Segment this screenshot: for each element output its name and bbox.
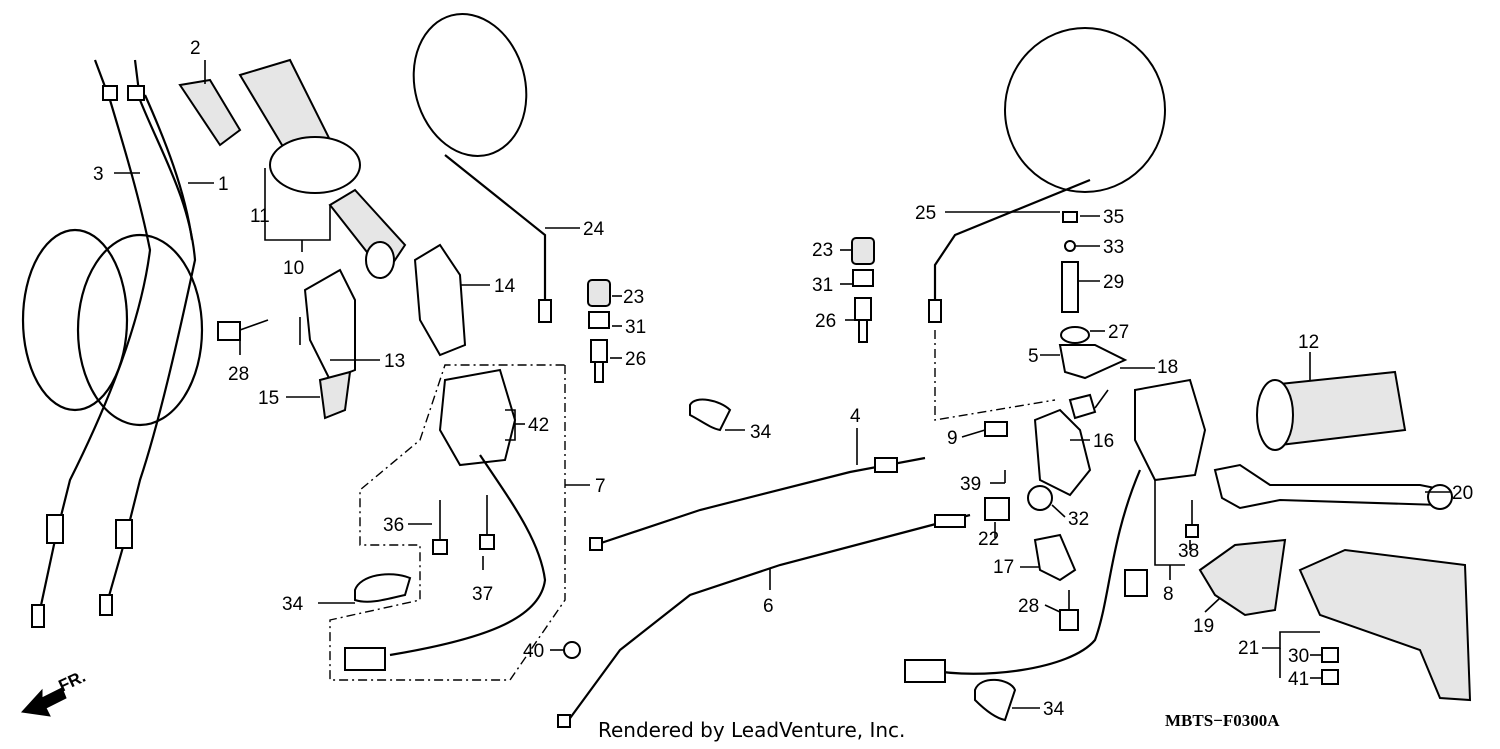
clamp-34-mid — [689, 398, 732, 432]
right-mirror-25 — [928, 27, 1166, 323]
throttle-tube-10 — [328, 188, 407, 279]
adapter-stack-left — [587, 279, 611, 383]
callout-4: 4 — [850, 406, 861, 427]
callout-18: 18 — [1157, 357, 1178, 378]
callout-2: 2 — [190, 38, 201, 59]
bolt-28-left — [217, 319, 269, 341]
clamp-34-right — [974, 678, 1017, 722]
callout-11: 11 — [250, 206, 270, 227]
lever-holder-16 — [1033, 408, 1092, 497]
callout-14: 14 — [494, 276, 516, 297]
bolt-30-41 — [1321, 647, 1339, 685]
throttle-guide-15 — [318, 370, 352, 420]
switch-9 — [984, 421, 1008, 437]
callout-36: 36 — [383, 515, 404, 536]
callout-35: 35 — [1103, 207, 1124, 228]
callout-3: 3 — [93, 164, 104, 185]
callout-6: 6 — [763, 596, 774, 617]
callouts: 1 2 3 4 5 6 7 8 9 10 11 12 13 14 15 16 1… — [93, 38, 1473, 720]
right-switch-8 — [904, 378, 1207, 683]
bracket-5 — [1058, 344, 1128, 380]
throttle-cover-2 — [178, 78, 242, 147]
callout-24: 24 — [583, 219, 605, 240]
throttle-cable-1 — [76, 59, 204, 616]
hand-guard-19 — [1198, 538, 1287, 617]
callout-23-left: 23 — [623, 287, 644, 308]
callout-10: 10 — [283, 258, 304, 279]
left-switch-boundary — [329, 364, 566, 681]
callout-23-right: 23 — [812, 240, 833, 261]
clutch-cable-6 — [557, 513, 971, 728]
callout-28-left: 28 — [228, 364, 249, 385]
callout-34-mid: 34 — [750, 422, 772, 443]
screws-36-37 — [432, 495, 495, 555]
throttle-housing-13 — [303, 268, 356, 382]
callout-39: 39 — [960, 474, 981, 495]
adjuster-22-32 — [984, 485, 1053, 521]
hand-guard-21 — [1298, 548, 1472, 702]
callout-9: 9 — [947, 428, 958, 449]
callout-12: 12 — [1298, 332, 1319, 353]
callout-31-right: 31 — [812, 275, 833, 296]
callout-1: 1 — [218, 174, 229, 195]
callout-31-left: 31 — [625, 317, 646, 338]
screw-38 — [1185, 500, 1199, 538]
callout-26-right: 26 — [815, 311, 836, 332]
adapter-stack-right — [851, 237, 875, 343]
callout-38: 38 — [1178, 541, 1199, 562]
credit-text: Rendered by LeadVenture, Inc. — [598, 718, 905, 742]
callout-16: 16 — [1093, 431, 1114, 452]
diagram-code: MBTS−F0300A — [1165, 711, 1280, 730]
right-grip-12 — [1256, 370, 1407, 451]
callout-20: 20 — [1452, 483, 1473, 504]
callout-25: 25 — [915, 203, 936, 224]
callout-21: 21 — [1238, 638, 1259, 659]
front-arrow-icon: FR. — [20, 667, 89, 717]
callout-30: 30 — [1288, 646, 1309, 667]
washer-18 — [1068, 393, 1097, 420]
throttle-housing-14 — [413, 243, 467, 357]
brake-lever-20 — [1213, 463, 1453, 510]
callout-15: 15 — [258, 388, 279, 409]
callout-7: 7 — [595, 476, 606, 497]
clamp-34-left — [354, 573, 412, 603]
left-switch-42 — [344, 368, 547, 671]
callout-8: 8 — [1163, 584, 1174, 605]
callout-41: 41 — [1288, 669, 1309, 690]
callout-34-left: 34 — [282, 594, 304, 615]
holder-17 — [1033, 533, 1077, 582]
callout-19: 19 — [1193, 616, 1214, 637]
callout-28-right: 28 — [1018, 596, 1039, 617]
callout-17: 17 — [993, 557, 1014, 578]
callout-33: 33 — [1103, 237, 1124, 258]
leader-lines — [114, 60, 1450, 709]
callout-5: 5 — [1028, 346, 1039, 367]
nut-40 — [563, 641, 581, 659]
choke-cable-4 — [589, 456, 926, 551]
callout-22: 22 — [978, 529, 999, 550]
callout-27: 27 — [1108, 322, 1129, 343]
left-grip-11 — [238, 58, 361, 194]
callout-34-right: 34 — [1043, 699, 1065, 720]
callout-13: 13 — [384, 351, 405, 372]
lever-assembly-boundary — [934, 330, 1056, 421]
callout-40: 40 — [523, 641, 544, 662]
callout-32: 32 — [1068, 509, 1089, 530]
bolt-35-33-29-27 — [1060, 211, 1090, 344]
callout-42: 42 — [528, 415, 549, 436]
callout-29: 29 — [1103, 272, 1124, 293]
callout-26-left: 26 — [625, 349, 646, 370]
callout-37: 37 — [472, 584, 493, 605]
throttle-cable-3 — [21, 59, 152, 628]
left-mirror-24 — [412, 13, 552, 323]
bolt-28-right — [1059, 590, 1079, 631]
